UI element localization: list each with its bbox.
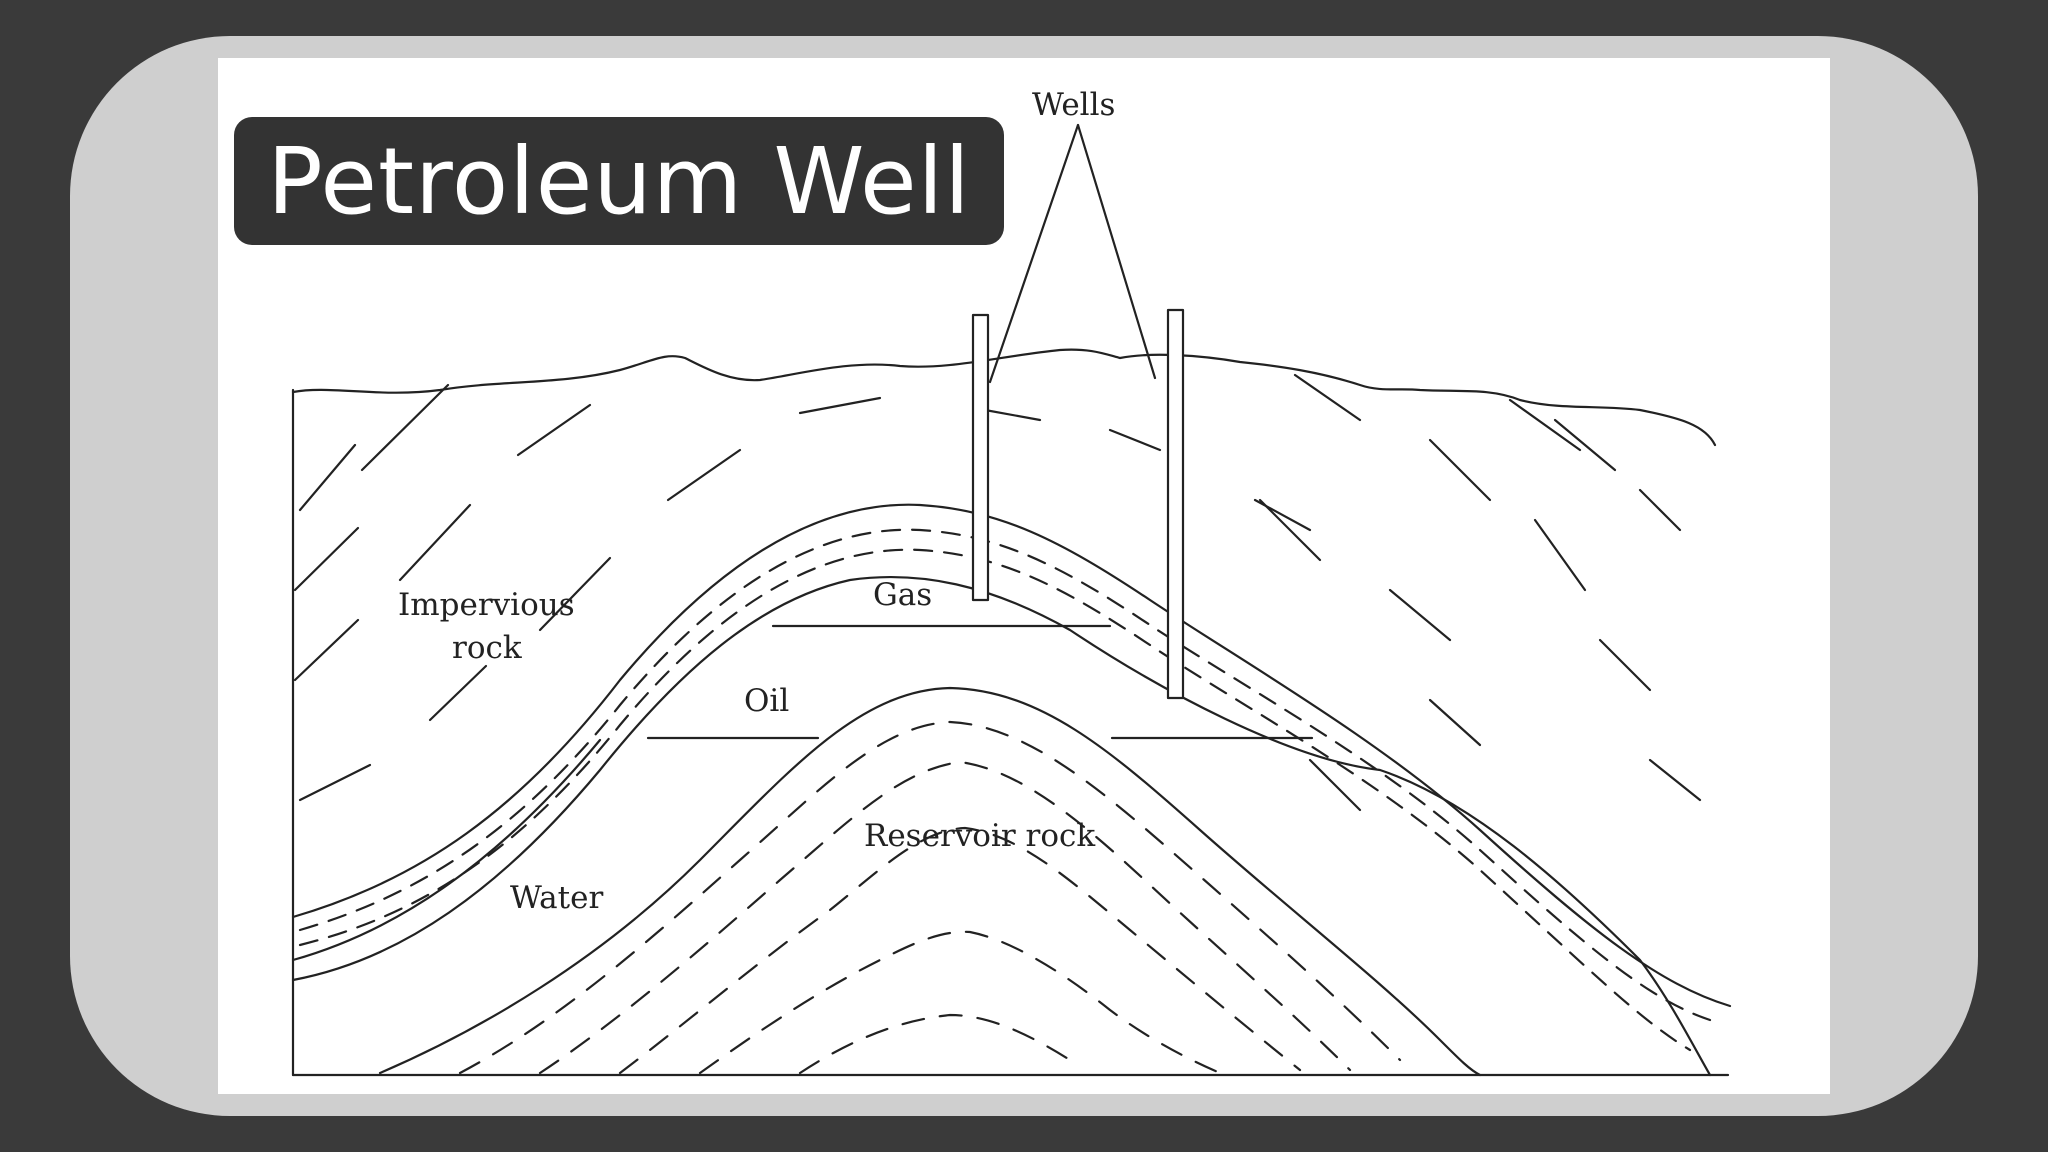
- wells-label: Wells: [1032, 87, 1115, 123]
- oil-label: Oil: [744, 683, 789, 719]
- wells-leader-left: [988, 123, 1080, 384]
- impervious-rock-label-line2: rock: [452, 630, 522, 666]
- impervious-rock-hatching: [293, 373, 1702, 812]
- impervious-rock-label-line1: Impervious: [398, 587, 575, 623]
- water-label: Water: [510, 880, 603, 916]
- reservoir-rock-label: Reservoir rock: [864, 818, 1095, 854]
- page-title: Petroleum Well: [267, 127, 971, 235]
- ground-surface: [291, 348, 1717, 447]
- cap-rock-bottom-inner: [291, 738, 602, 962]
- wells-leader-right: [1076, 123, 1157, 380]
- title-banner: Petroleum Well: [234, 117, 1004, 245]
- cap-rock-dashes-1: [298, 528, 1712, 1022]
- reservoir-rock-outline: [378, 686, 1482, 1077]
- cap-rock-top: [291, 503, 1732, 1008]
- reservoir-rock-strata: [458, 720, 1402, 1075]
- cap-rock-dashes-2: [298, 548, 1692, 1052]
- gas-label: Gas: [873, 577, 932, 613]
- well-left: [971, 313, 990, 602]
- diagram-labels: Wells Impervious rock Gas Oil Reservoir …: [398, 87, 1115, 916]
- cap-rock-bottom: [291, 575, 1712, 1077]
- well-right: [1166, 308, 1185, 700]
